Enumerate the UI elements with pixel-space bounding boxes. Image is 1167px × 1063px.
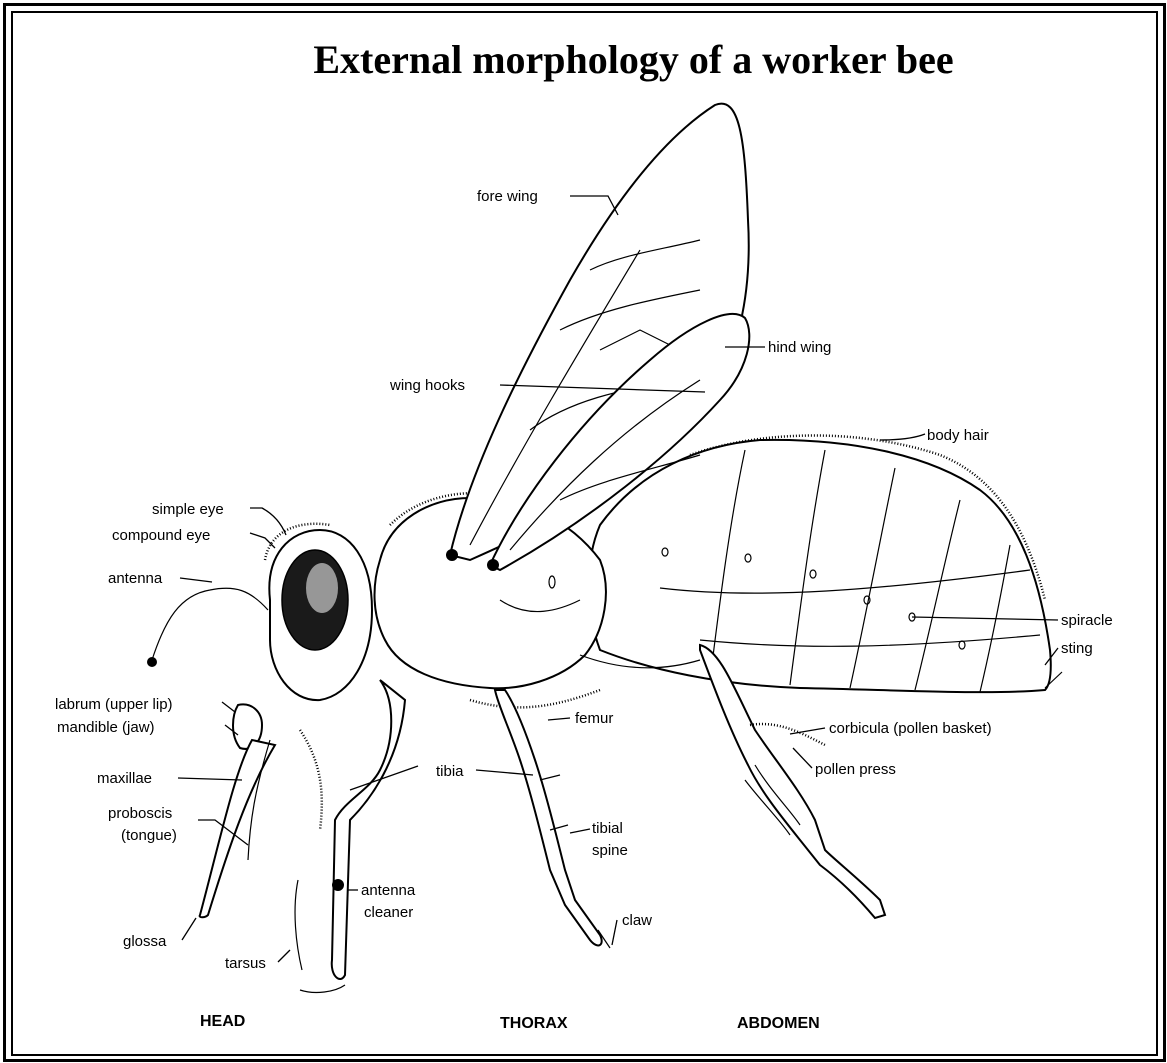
label-wing-hooks: wing hooks <box>389 377 465 394</box>
label-proboscis: proboscis <box>108 805 172 822</box>
antenna-shape <box>152 588 268 660</box>
label-glossa: glossa <box>123 933 167 950</box>
front-leg <box>332 680 405 979</box>
antenna-cleaner-notch <box>332 879 344 891</box>
label-corbicula: corbicula (pollen basket) <box>829 720 992 737</box>
label-antenna-cleaner: antenna <box>361 882 416 899</box>
label-mandible: mandible (jaw) <box>57 719 155 736</box>
label-tarsus: tarsus <box>225 955 266 972</box>
label-claw: claw <box>622 912 652 929</box>
label-tibial-spine: tibial <box>592 820 623 837</box>
label-femur: femur <box>575 710 613 727</box>
label-maxillae: maxillae <box>97 770 152 787</box>
bee-drawing <box>147 104 1062 993</box>
label-labrum: labrum (upper lip) <box>55 696 173 713</box>
label-simple-eye: simple eye <box>152 501 224 518</box>
label-tibia: tibia <box>436 763 464 780</box>
label-hind-wing: hind wing <box>768 339 831 356</box>
label-spiracle: spiracle <box>1061 612 1113 629</box>
label-body-hair: body hair <box>927 427 989 444</box>
label-tibial-spine-2: spine <box>592 842 628 859</box>
section-abdomen: ABDOMEN <box>737 1015 820 1032</box>
label-compound-eye: compound eye <box>112 527 210 544</box>
label-proboscis-tongue: (tongue) <box>121 827 177 844</box>
section-thorax: THORAX <box>500 1015 568 1032</box>
label-fore-wing: fore wing <box>477 188 538 205</box>
label-sting: sting <box>1061 640 1093 657</box>
section-head: HEAD <box>200 1013 245 1030</box>
label-antenna-cleaner-2: cleaner <box>364 904 413 921</box>
section-labels: HEAD THORAX ABDOMEN <box>200 1013 820 1032</box>
label-pollen-press: pollen press <box>815 761 896 778</box>
label-antenna: antenna <box>108 570 163 587</box>
middle-leg <box>495 690 602 945</box>
